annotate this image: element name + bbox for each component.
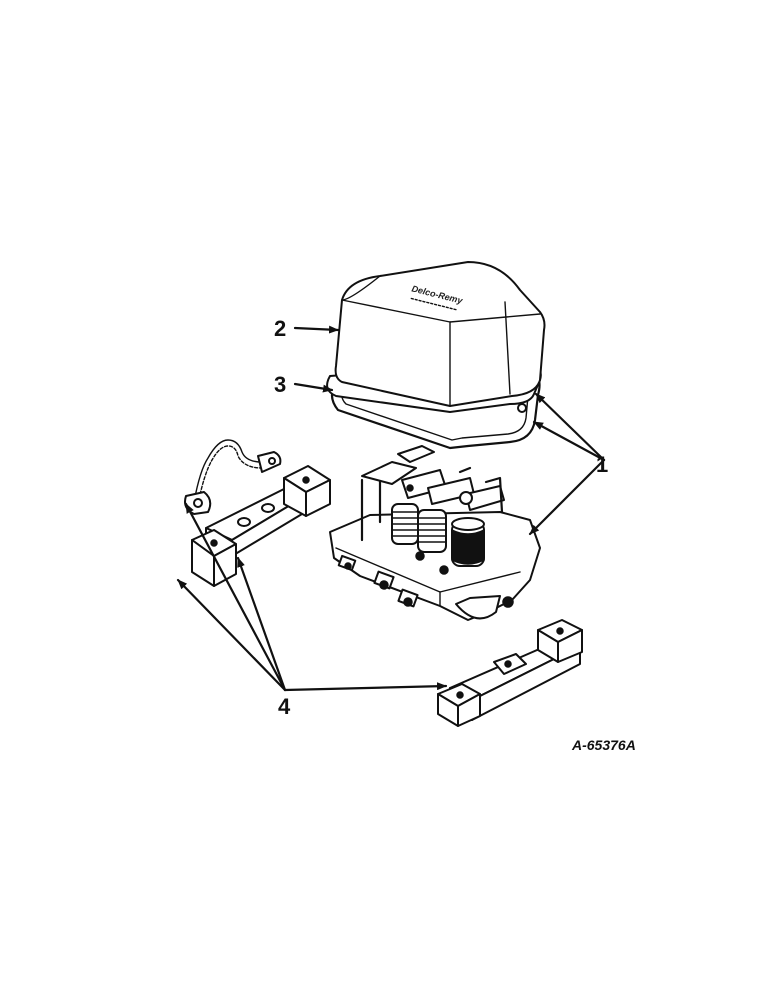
callout-3: 3 [274, 372, 286, 397]
callout-1: 1 [596, 452, 608, 477]
callout-2: 2 [274, 316, 286, 341]
coil-middle [417, 509, 447, 553]
coil-right [451, 517, 485, 567]
callout-4: 4 [278, 694, 291, 719]
coil-left [391, 503, 419, 545]
leader-lines [176, 325, 606, 692]
figure-code: A-65376A [571, 737, 636, 753]
insulator-strap-right [437, 619, 583, 727]
regulator-base [329, 445, 541, 621]
regulator-cover: Delco-Remy [326, 261, 546, 413]
insulator-strap-left [184, 439, 331, 587]
